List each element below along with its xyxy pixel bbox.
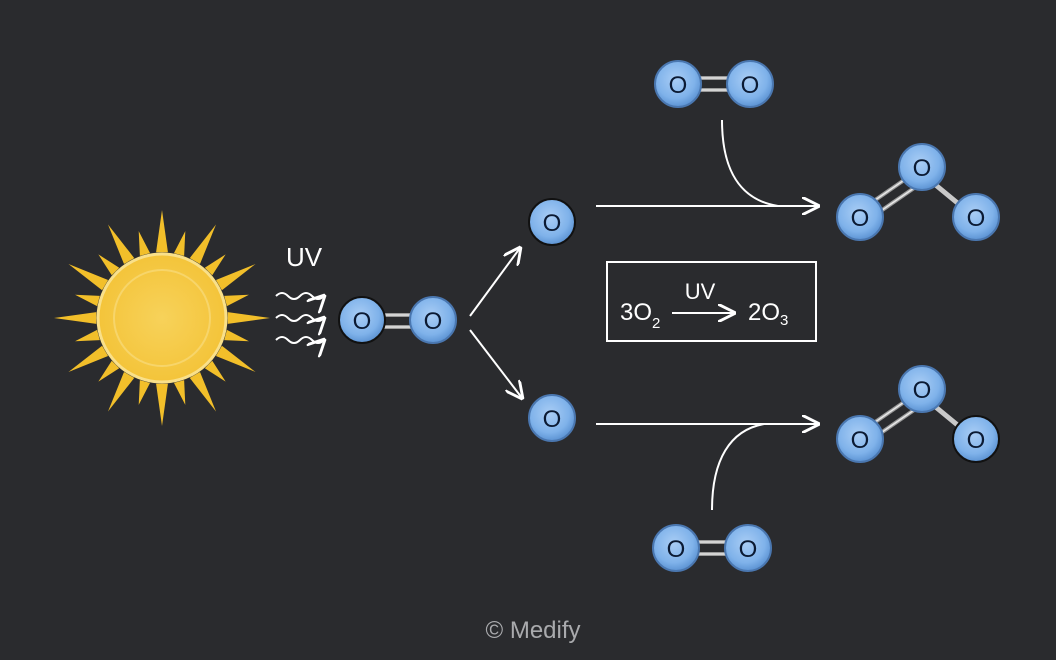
sun-ray (189, 224, 216, 265)
sun-ray (156, 383, 168, 426)
sun-ray (108, 224, 135, 265)
split-arrows (469, 248, 522, 398)
atom-label: O (913, 155, 932, 182)
ozone-molecule-icon: O O O (836, 143, 1000, 241)
sun-ray (68, 345, 109, 372)
credit-text: © Medify (485, 617, 580, 644)
atom-label: O (741, 72, 760, 99)
equation-box: 3O2 UV 2O3 (606, 261, 817, 342)
sun-ray (75, 294, 100, 307)
sun-ray (98, 254, 120, 276)
equation-reactant: 3O2 (620, 299, 660, 332)
atom-label: O (851, 427, 870, 454)
sun-ray (68, 264, 109, 291)
bottom-reaction-arrow (596, 424, 818, 511)
uv-label: UV (286, 242, 323, 272)
sun-ray (138, 380, 151, 405)
sun-ray (54, 312, 97, 324)
sun-ray (215, 264, 256, 291)
ozone-molecule-icon: O O O (836, 365, 1000, 463)
oxygen-atom-icon: O (528, 198, 576, 246)
sun-ray (204, 360, 226, 382)
oxygen-atom-icon: O (528, 394, 576, 442)
oxygen-molecule-icon: O O (338, 296, 457, 344)
sun-ray (224, 329, 249, 342)
oxygen-molecule-icon: O O (652, 524, 772, 572)
atom-label: O (424, 308, 443, 335)
atom-label: O (913, 377, 932, 404)
sun-ray (173, 380, 186, 405)
sun-icon (54, 210, 270, 426)
sun-ray (215, 345, 256, 372)
atom-label: O (353, 308, 372, 335)
top-reaction-arrow (596, 119, 818, 206)
atom-label: O (967, 205, 986, 232)
atom-label: O (669, 72, 688, 99)
atom-label: O (851, 205, 870, 232)
sun-ray (189, 371, 216, 412)
sun-ray (227, 312, 270, 324)
sun-ray (138, 231, 151, 256)
sun-ray (108, 371, 135, 412)
uv-wave-icon (275, 292, 324, 343)
sun-ray (204, 254, 226, 276)
sun-ray (98, 360, 120, 382)
atom-label: O (739, 536, 758, 563)
equation-product: 2O3 (748, 299, 788, 329)
equation-arrow-label: UV (685, 279, 716, 304)
atom-label: O (543, 406, 562, 433)
sun-ray (156, 210, 168, 253)
sun-ray (75, 329, 100, 342)
sun-ray (173, 231, 186, 256)
atom-label: O (543, 210, 562, 237)
atom-label: O (967, 427, 986, 454)
atom-label: O (667, 536, 686, 563)
sun-ray (224, 294, 249, 307)
oxygen-molecule-icon: O O (654, 60, 774, 108)
